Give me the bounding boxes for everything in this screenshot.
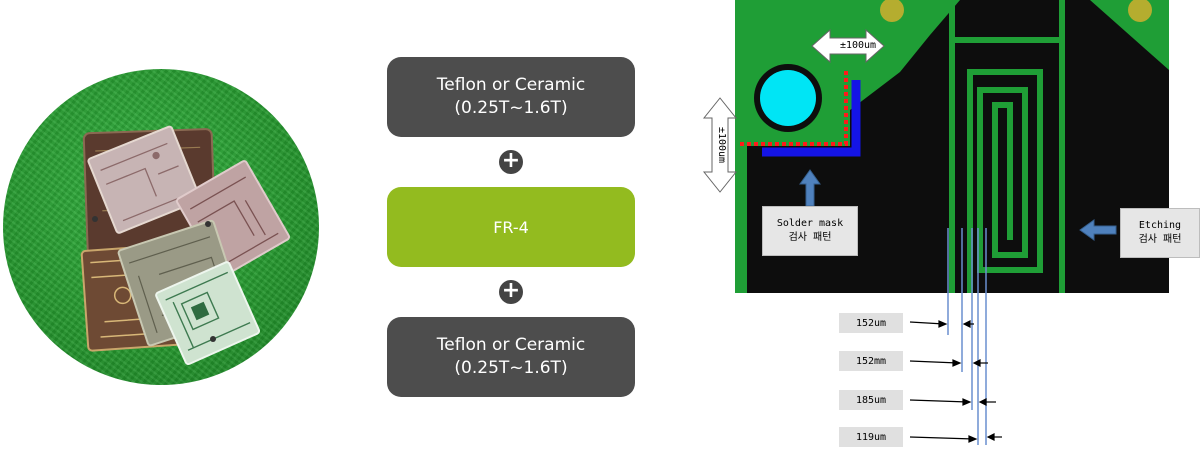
- plus-icon: +: [499, 280, 523, 304]
- bottom-layer-block: Teflon or Ceramic (0.25T~1.6T): [387, 317, 635, 397]
- vertical-tolerance-label: ±100um: [716, 126, 727, 164]
- solder-mask-label: Solder mask 검사 패턴: [762, 206, 858, 256]
- pcb-inspection-diagram: ±100um ±100um Solder mask 검사 패턴 Etching …: [700, 0, 1200, 452]
- plus-icon: +: [499, 150, 523, 174]
- measurement-label: 152um: [839, 313, 903, 333]
- pcb-photo: [3, 69, 319, 385]
- measurement-label: 152mm: [839, 351, 903, 371]
- top-layer-block: Teflon or Ceramic (0.25T~1.6T): [387, 57, 635, 137]
- etching-label: Etching 검사 패턴: [1120, 208, 1200, 258]
- middle-layer-block: FR-4: [387, 187, 635, 267]
- measurement-label: 185um: [839, 390, 903, 410]
- pcb-photo-illustration: [80, 125, 291, 366]
- measurement-label: 119um: [839, 427, 903, 447]
- pcb-layout-graphic: [702, 0, 1169, 445]
- horizontal-tolerance-label: ±100um: [839, 40, 877, 51]
